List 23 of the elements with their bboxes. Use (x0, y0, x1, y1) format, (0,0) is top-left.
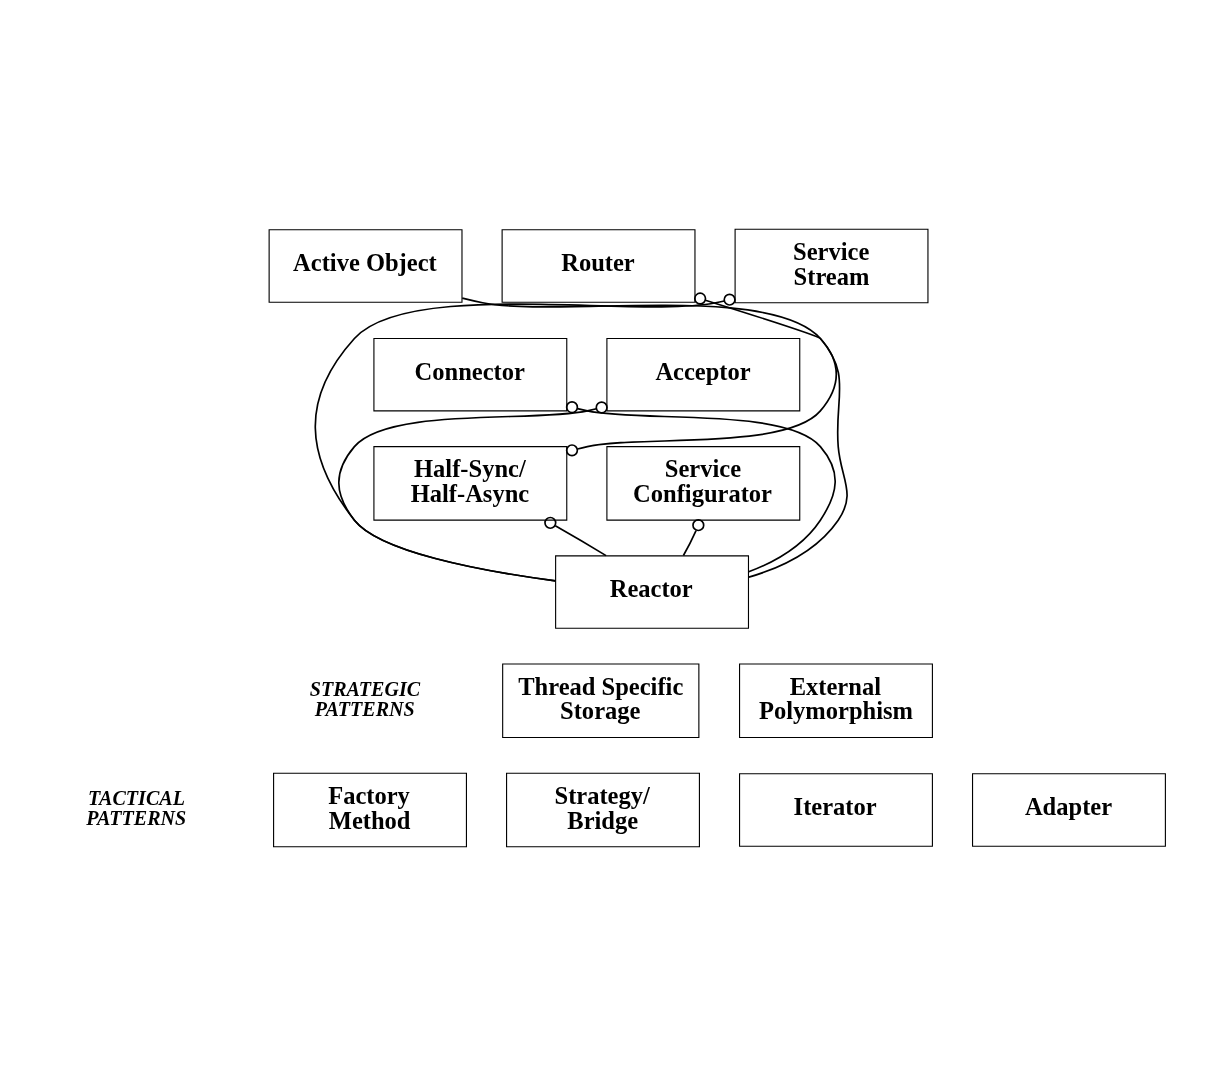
node-box: Service Configurator (606, 446, 801, 521)
node-box: Factory Method (273, 772, 467, 848)
node-box: Active Object (268, 229, 463, 303)
connector (461, 297, 838, 457)
label: TACTICAL PATTERNS (86, 786, 187, 829)
connector (693, 292, 848, 578)
connector (682, 519, 705, 557)
node-box: Service Stream (734, 228, 929, 304)
node-box: External Polymorphism (739, 663, 933, 739)
node-box: Iterator (739, 773, 933, 847)
node-box: Adapter (972, 773, 1166, 847)
node-box: Router (501, 229, 696, 303)
node-box: Acceptor (606, 337, 801, 412)
connector (544, 516, 607, 557)
node-box: Thread Specific Storage (502, 663, 700, 739)
connector (338, 401, 608, 582)
connector (565, 401, 836, 573)
label: STRATEGIC PATTERNS (309, 677, 421, 720)
node-box: Reactor (555, 555, 750, 629)
node-box: Connector (373, 337, 568, 412)
node-box: Half-Sync/ Half-Async (373, 446, 568, 521)
node-box: Strategy/ Bridge (506, 772, 700, 848)
connector (314, 293, 736, 582)
